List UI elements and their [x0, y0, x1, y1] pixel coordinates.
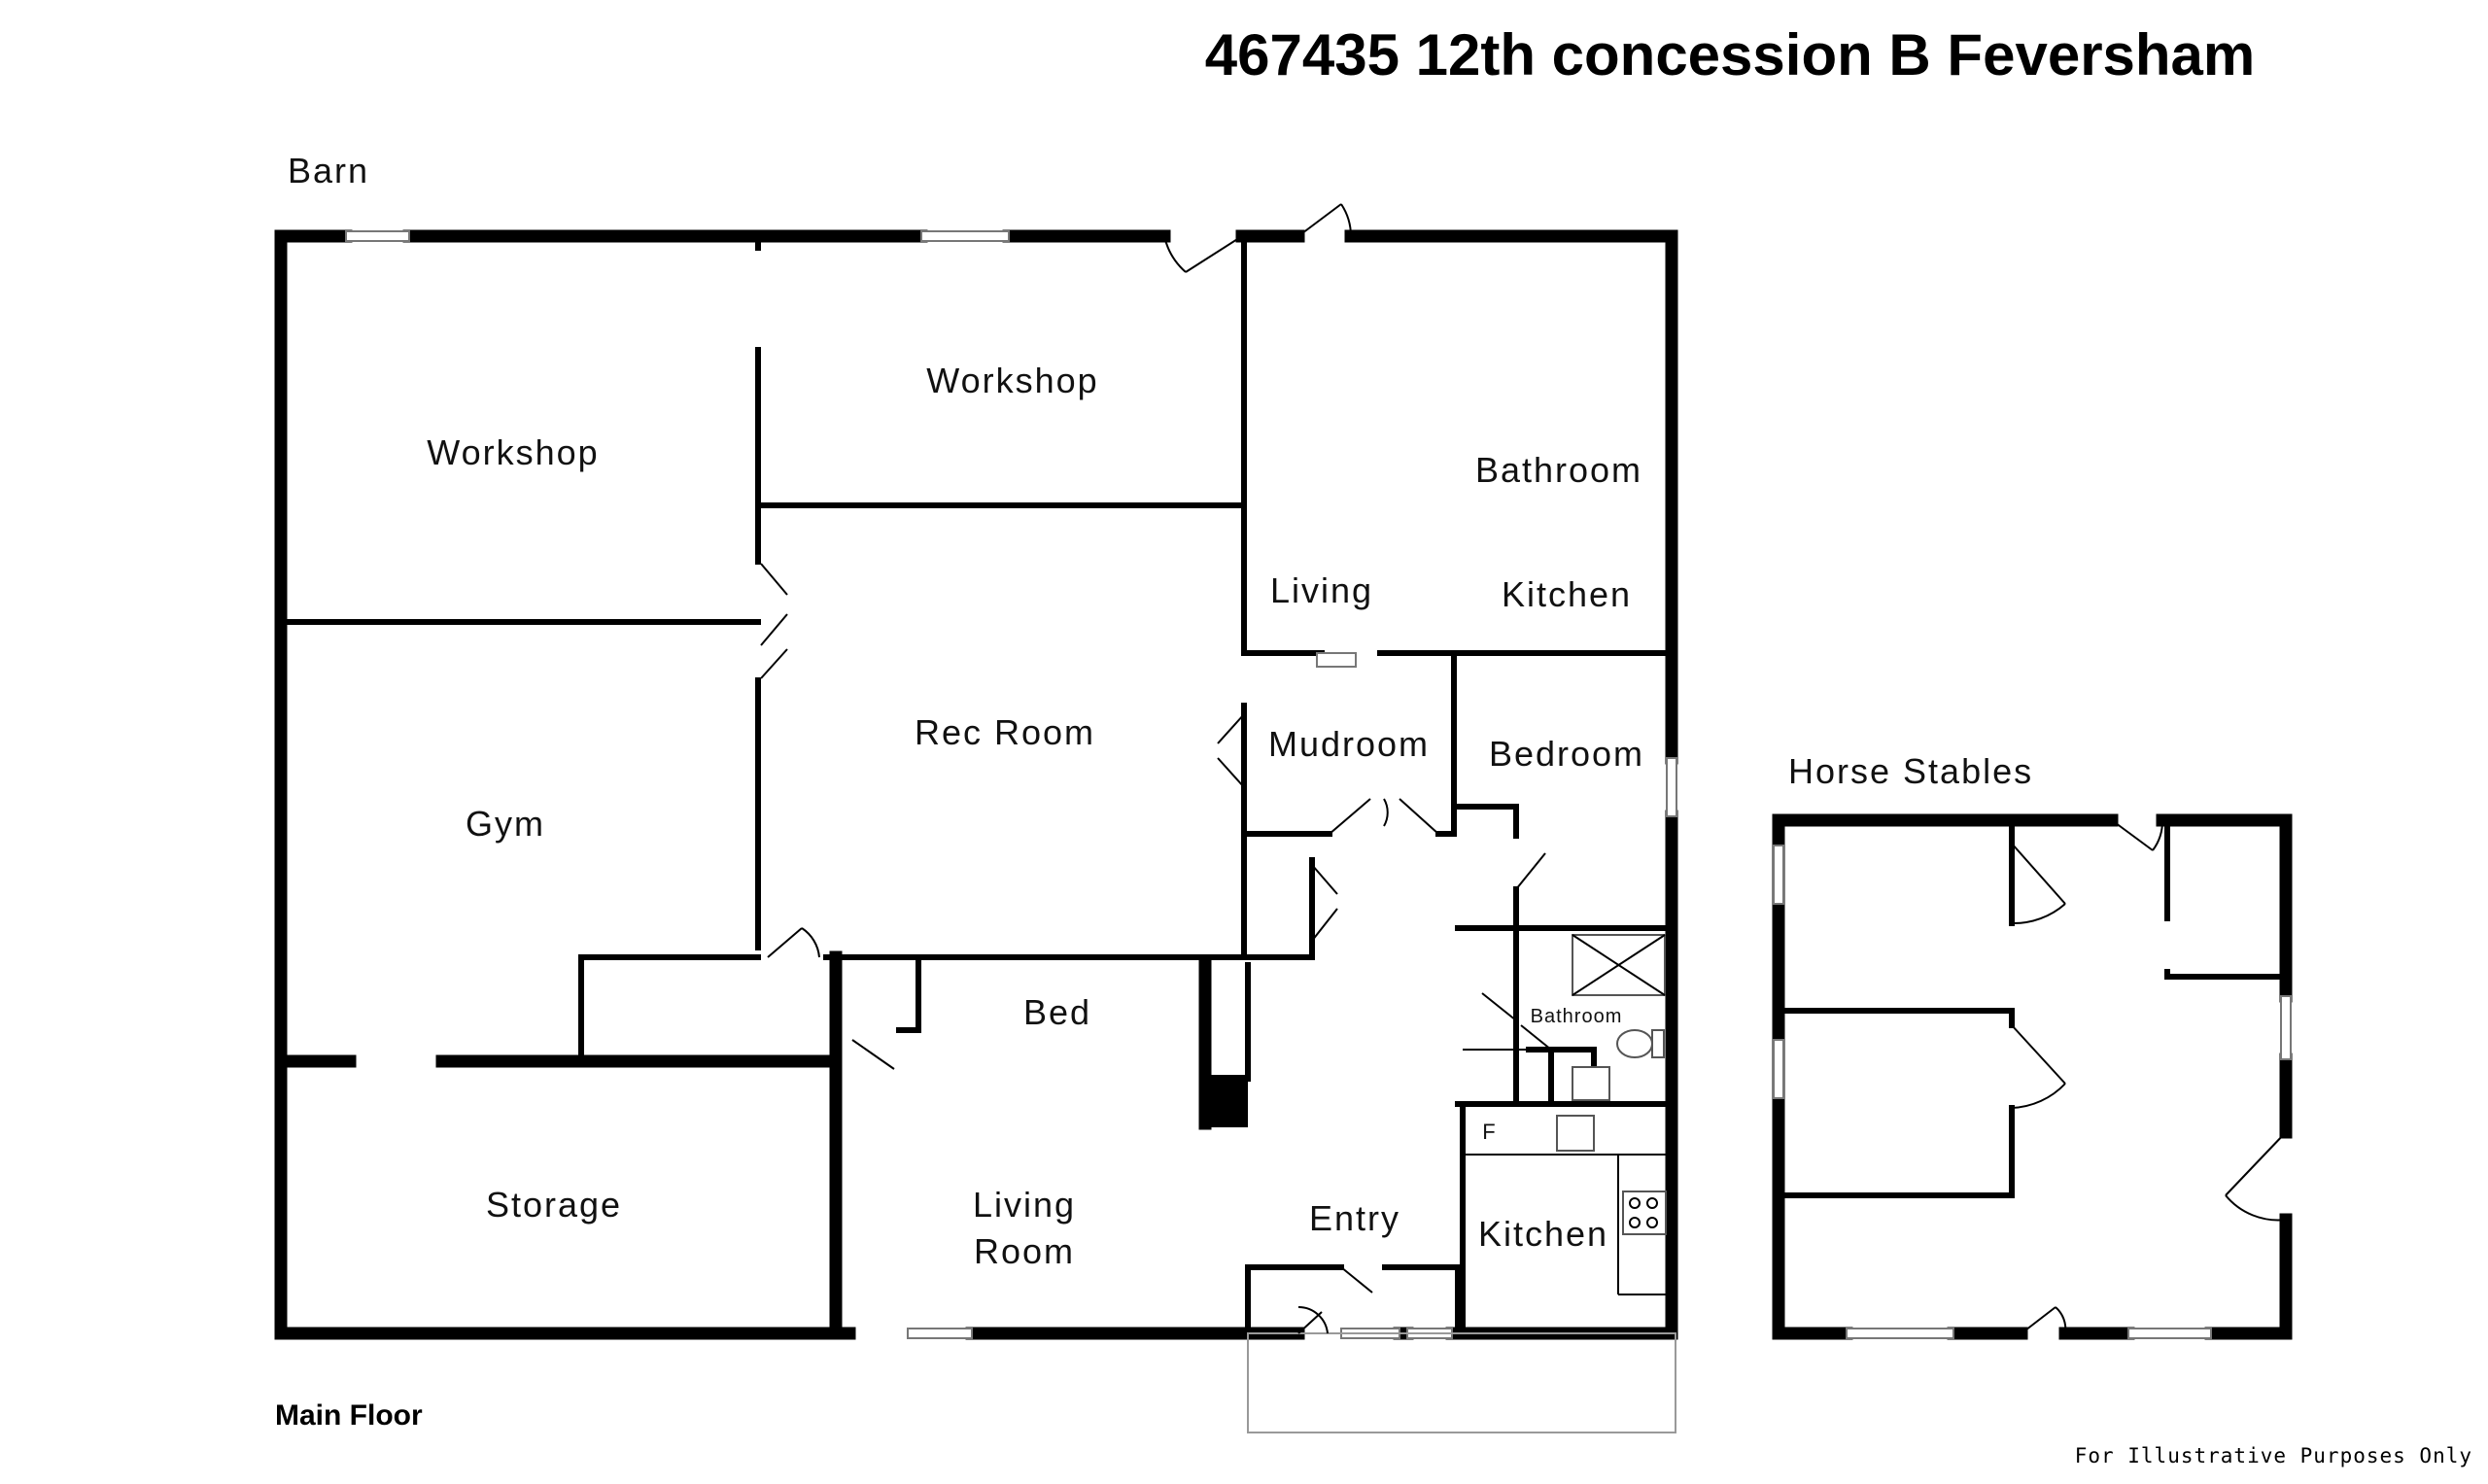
room-label-workshop-top: Workshop: [926, 361, 1098, 400]
room-label-mudroom: Mudroom: [1268, 724, 1430, 764]
room-label-living-room-line2: Room: [974, 1231, 1075, 1271]
room-label-gym: Gym: [466, 804, 545, 844]
room-label-bathroom-upper: Bathroom: [1475, 450, 1642, 490]
floor-label: Main Floor: [275, 1399, 423, 1432]
barn-windows: [345, 230, 1677, 1339]
horse-stables-walls: [1772, 813, 2293, 1340]
room-label-storage: Storage: [486, 1185, 622, 1225]
room-label-rec-room: Rec Room: [915, 712, 1095, 752]
room-label-bedroom: Bedroom: [1489, 734, 1644, 774]
room-label-kitchen-upper: Kitchen: [1502, 574, 1632, 614]
room-label-bed: Bed: [1023, 992, 1091, 1032]
gym-partition: [578, 954, 761, 1064]
interior-doors: [760, 563, 1552, 1334]
room-label-entry: Entry: [1309, 1198, 1400, 1238]
horse-stables-label: Horse Stables: [1788, 751, 2033, 791]
barn-label: Barn: [288, 151, 369, 190]
room-label-living-upper: Living: [1270, 570, 1373, 610]
horse-stables-windows: [1773, 845, 2292, 1339]
room-label-bathroom-lower: Bathroom: [1531, 1006, 1623, 1027]
barn-interior-walls: [274, 233, 1675, 1340]
page-title: 467435 12th concession B Feversham: [1204, 22, 2256, 87]
disclaimer-text: For Illustrative Purposes Only: [2074, 1444, 2472, 1467]
fridge-mark: F: [1482, 1120, 1495, 1144]
kitchen-fixtures: [1556, 1115, 1667, 1235]
bathroom-fixtures: [1572, 934, 1666, 1101]
barn-exterior-doors: [1163, 203, 1352, 273]
room-label-living-room-line1: Living: [973, 1185, 1076, 1225]
horse-stables-doors: [2011, 819, 2287, 1334]
room-label-workshop-left: Workshop: [427, 432, 599, 472]
room-label-kitchen-lower: Kitchen: [1478, 1214, 1608, 1254]
